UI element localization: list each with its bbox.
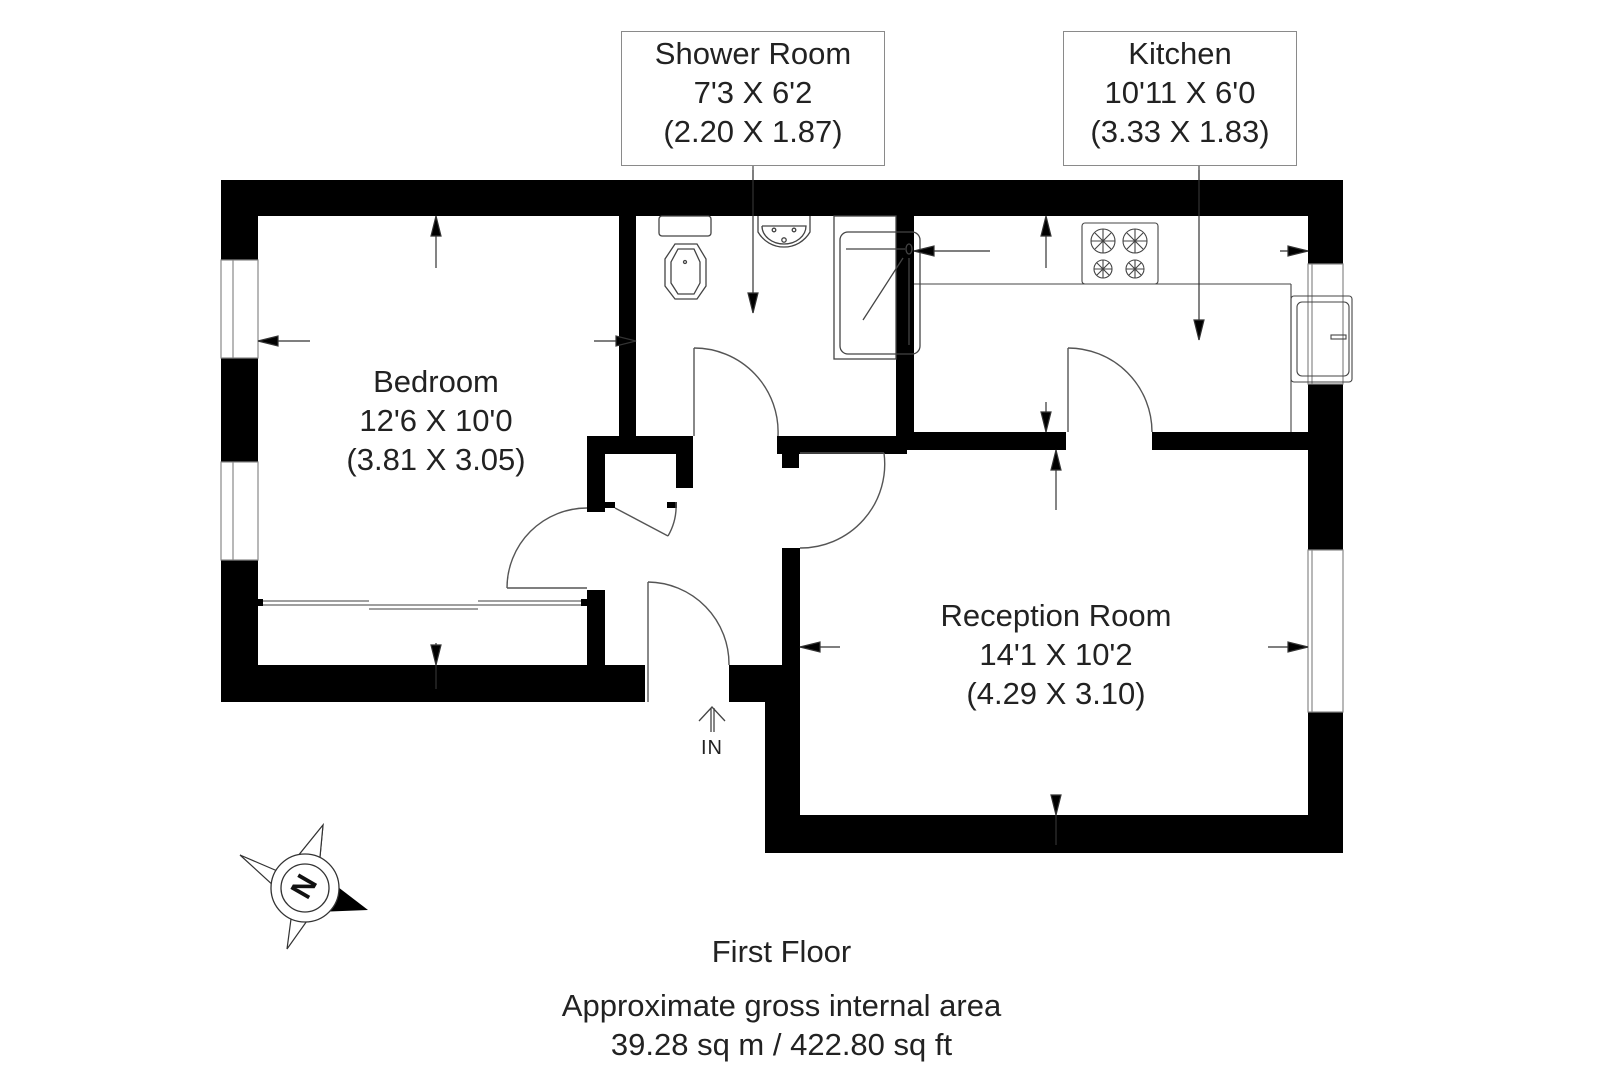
area-title: Approximate gross internal area bbox=[561, 988, 1002, 1023]
entrance-arrow-icon bbox=[698, 706, 726, 732]
shower-room-metric: (2.20 X 1.87) bbox=[663, 114, 843, 149]
doors bbox=[506, 347, 1153, 702]
reception-room-metric: (4.29 X 3.10) bbox=[966, 676, 1146, 711]
kitchen-metric: (3.33 X 1.83) bbox=[1090, 114, 1270, 149]
dimension-arrows bbox=[257, 170, 1309, 845]
reception-room-imperial: 14'1 X 10'2 bbox=[979, 637, 1133, 672]
walls bbox=[221, 180, 1343, 853]
bedroom-label: Bedroom 12'6 X 10'0 (3.81 X 3.05) bbox=[300, 362, 572, 479]
kitchen-fixtures bbox=[914, 222, 1353, 432]
entrance-label: IN bbox=[701, 737, 723, 759]
bedroom-imperial: 12'6 X 10'0 bbox=[359, 403, 513, 438]
kitchen-label-box: Kitchen 10'11 X 6'0 (3.33 X 1.83) bbox=[1063, 31, 1297, 166]
shower-room-imperial: 7'3 X 6'2 bbox=[693, 75, 813, 110]
area-value: 39.28 sq m / 422.80 sq ft bbox=[610, 1027, 953, 1062]
bedroom-metric: (3.81 X 3.05) bbox=[346, 442, 526, 477]
shower-room-name: Shower Room bbox=[654, 36, 852, 71]
bedroom-name: Bedroom bbox=[373, 364, 499, 399]
reception-room-label: Reception Room 14'1 X 10'2 (4.29 X 3.10) bbox=[920, 596, 1192, 713]
kitchen-imperial: 10'11 X 6'0 bbox=[1104, 75, 1256, 110]
floor-name: First Floor bbox=[711, 934, 852, 969]
wardrobe bbox=[258, 599, 587, 610]
hob-burners bbox=[1090, 228, 1148, 279]
bathroom-fixtures bbox=[658, 215, 921, 360]
compass-icon bbox=[239, 823, 368, 950]
leader-lines bbox=[752, 166, 1200, 180]
reception-room-name: Reception Room bbox=[940, 598, 1172, 633]
windows bbox=[220, 259, 1344, 713]
kitchen-name: Kitchen bbox=[1128, 36, 1232, 71]
shower-room-label-box: Shower Room 7'3 X 6'2 (2.20 X 1.87) bbox=[621, 31, 885, 166]
